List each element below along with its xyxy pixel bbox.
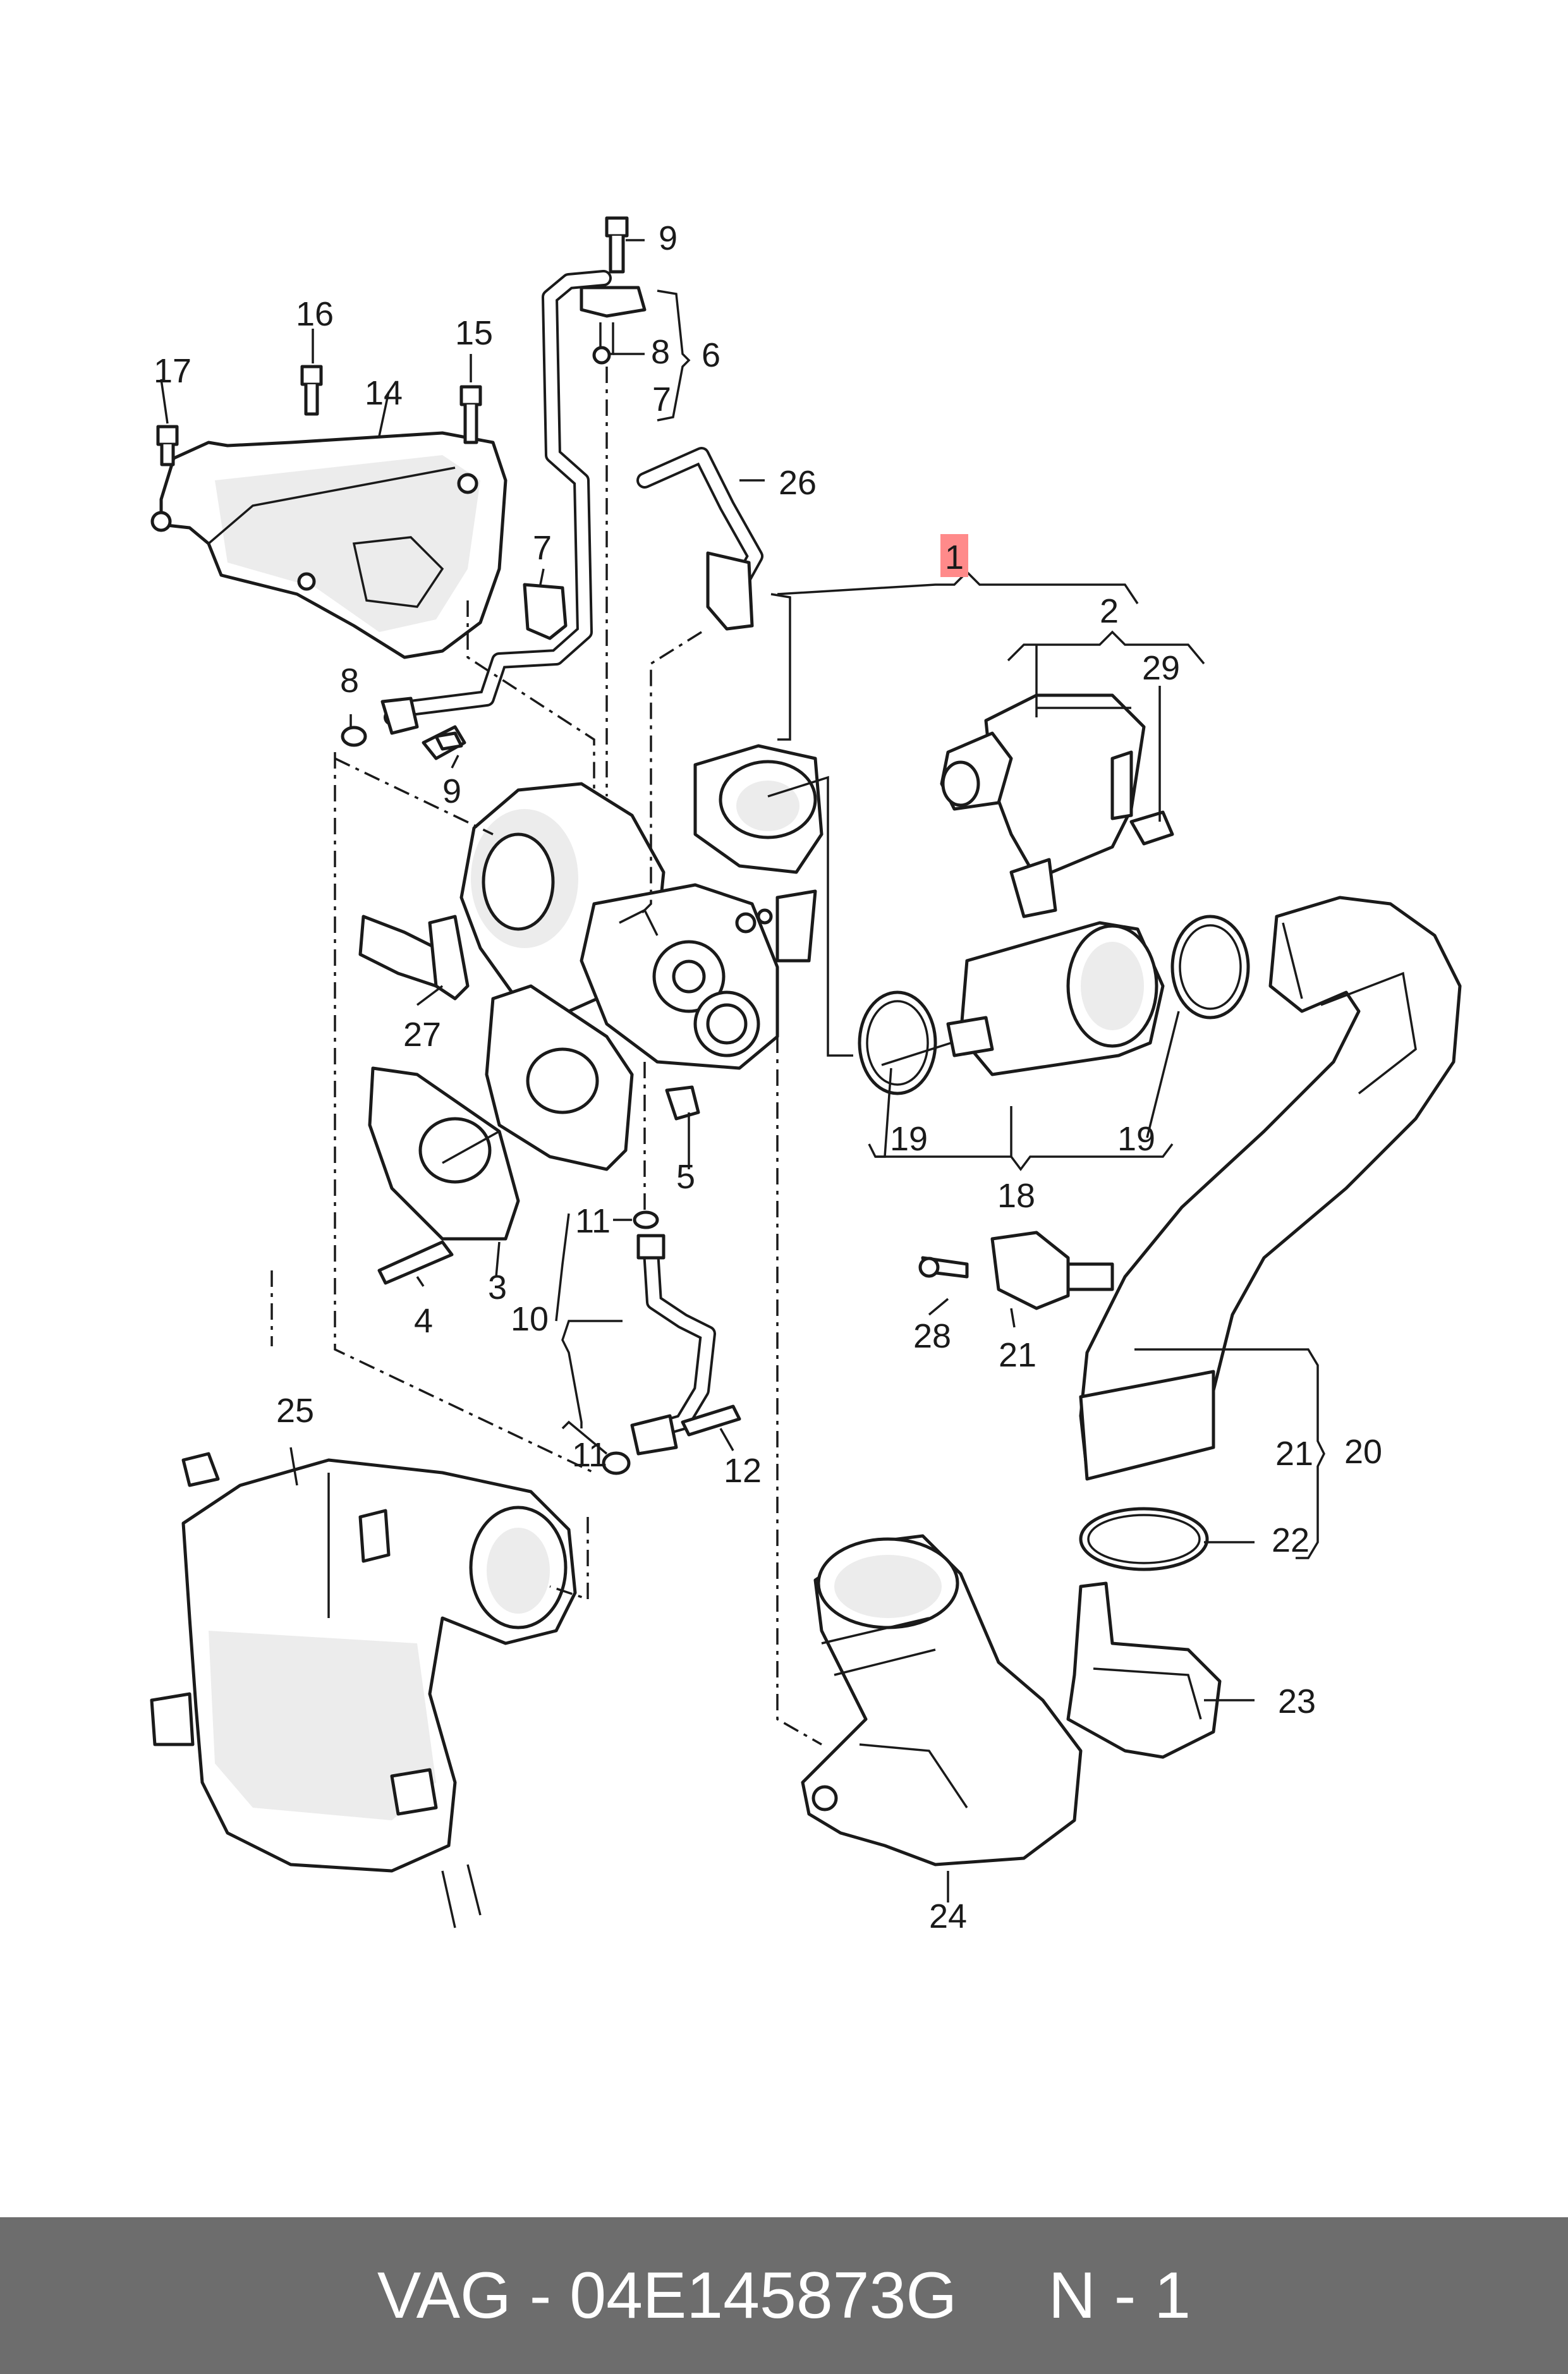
callout-14[interactable]: 14: [365, 374, 403, 412]
intake-connector-18: [946, 921, 1165, 1076]
callout-7-clip[interactable]: 7: [533, 529, 552, 567]
callout-22[interactable]: 22: [1272, 1521, 1310, 1559]
callout-26[interactable]: 26: [779, 464, 817, 502]
callout-7-top[interactable]: 7: [652, 380, 671, 418]
callout-2[interactable]: 2: [1100, 592, 1119, 630]
callout-1[interactable]: 1: [945, 539, 964, 576]
turbocharger: [459, 744, 824, 1070]
callout-28[interactable]: 28: [913, 1317, 951, 1355]
callout-8-lower[interactable]: 8: [340, 662, 359, 700]
callout-16[interactable]: 16: [296, 295, 334, 333]
nut-5: [665, 1085, 700, 1121]
bolt-16: [300, 365, 323, 416]
part-number-text: VAG - 04E145873G N - 1: [377, 2258, 1191, 2332]
gasket-3: [368, 1066, 520, 1241]
callout-24[interactable]: 24: [929, 1897, 967, 1935]
callout-10[interactable]: 10: [511, 1300, 549, 1338]
oil-supply-line: [380, 270, 647, 735]
heat-shield-part: [150, 431, 507, 659]
o-ring-19-left: [858, 990, 937, 1095]
callout-9-top[interactable]: 9: [659, 219, 678, 257]
bolt-9-top: [605, 216, 629, 274]
seal-8-lower: [341, 726, 367, 747]
callout-9-lower[interactable]: 9: [442, 772, 461, 810]
callout-19-right[interactable]: 19: [1117, 1120, 1155, 1158]
parts-diagram: 1 2 3 4 5 6 7 7 8 8 9 9 10 11 11 12 14 1…: [150, 216, 1462, 1935]
intake-pipe-24: [801, 1534, 1083, 1866]
turbo-flange: [485, 984, 634, 1171]
callout-1-highlight: [940, 534, 968, 577]
bolt-17: [156, 425, 179, 466]
callout-21-sensor[interactable]: 21: [999, 1336, 1036, 1374]
bolt-9-bottom: [422, 725, 466, 760]
sensor-27: [358, 915, 470, 1001]
bolt-15: [459, 385, 482, 444]
callout-20[interactable]: 20: [1344, 1433, 1382, 1471]
part-number-footer: VAG - 04E145873G N - 1: [0, 2217, 1568, 2374]
charge-air-hose: [1079, 896, 1462, 1481]
callout-18[interactable]: 18: [997, 1177, 1035, 1215]
callout-25[interactable]: 25: [276, 1392, 314, 1430]
callout-3[interactable]: 3: [488, 1269, 507, 1306]
pipe-26: [636, 447, 763, 631]
o-ring-22: [1079, 1507, 1209, 1571]
callout-21-hose[interactable]: 21: [1275, 1435, 1313, 1473]
callout-29[interactable]: 29: [1142, 649, 1180, 687]
callout-11-top[interactable]: 11: [575, 1202, 611, 1240]
stud-4: [377, 1240, 454, 1285]
callout-11-lower[interactable]: 11: [572, 1436, 607, 1474]
callout-19-left[interactable]: 19: [890, 1120, 928, 1158]
callout-23[interactable]: 23: [1278, 1683, 1316, 1720]
callout-12[interactable]: 12: [724, 1452, 762, 1490]
bolt-28: [918, 1256, 969, 1279]
callout-4[interactable]: 4: [414, 1302, 433, 1340]
bolt-12: [681, 1404, 741, 1437]
actuator-2: [940, 693, 1146, 918]
bolt-29: [1129, 810, 1174, 846]
callout-8-top[interactable]: 8: [651, 333, 670, 371]
callout-5[interactable]: 5: [676, 1158, 695, 1196]
o-ring-19-right: [1170, 915, 1250, 1020]
clip-7: [523, 583, 568, 640]
callout-6[interactable]: 6: [702, 336, 720, 374]
callout-15[interactable]: 15: [455, 314, 493, 352]
sensor-21: [990, 1231, 1114, 1310]
callout-27[interactable]: 27: [403, 1016, 441, 1054]
bracket-23: [1066, 1581, 1222, 1759]
leader-lines: [160, 239, 1325, 1902]
catalytic-converter-25: [150, 1452, 577, 1928]
callout-17[interactable]: 17: [154, 352, 191, 390]
